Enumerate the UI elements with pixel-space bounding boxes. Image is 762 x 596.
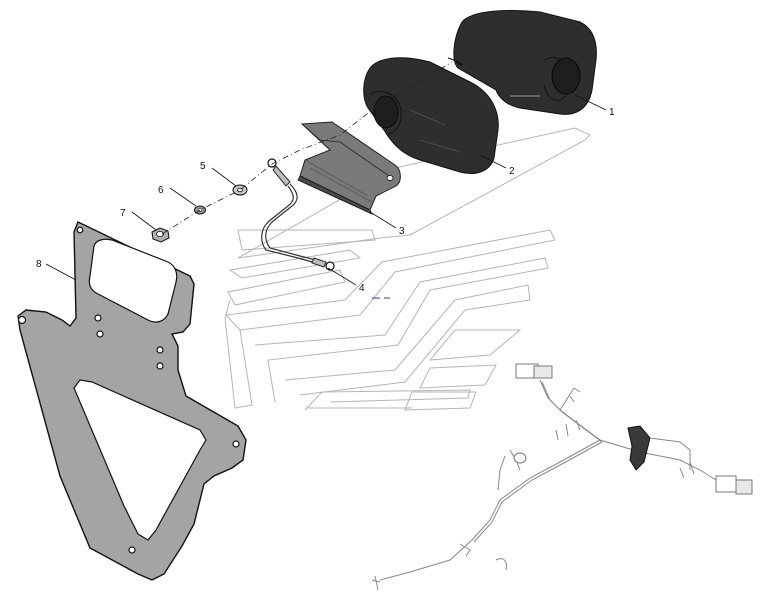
- callout-2: 2: [509, 166, 515, 177]
- callout-7: 7: [120, 208, 126, 219]
- bracket-mount-hole: [232, 440, 240, 448]
- lamp-lens: [363, 57, 499, 174]
- hex-nut: [151, 227, 170, 243]
- bracket-mount-hole: [96, 330, 104, 338]
- vehicle-body-outline: [224, 127, 591, 411]
- assembly-axis-line: [161, 61, 453, 235]
- bracket-mount-hole: [156, 362, 164, 370]
- lamp-housing: [447, 10, 597, 115]
- wiring-harness: [371, 363, 753, 591]
- bracket-mount-hole: [128, 546, 136, 554]
- callout-8: 8: [36, 259, 42, 270]
- callout-1: 1: [609, 107, 615, 118]
- callout-6: 6: [158, 185, 164, 196]
- license-plate-bracket: [17, 221, 247, 581]
- mounting-bracket: [297, 121, 401, 215]
- bracket-mount-hole: [76, 226, 84, 234]
- callout-5: 5: [200, 161, 206, 172]
- bracket-mount-hole: [94, 314, 102, 322]
- ground-wire: [261, 158, 335, 271]
- bracket-mount-hole: [156, 346, 164, 354]
- callout-4: 4: [359, 283, 365, 294]
- leader-lines: [45, 94, 607, 286]
- callout-labels: 1 2 3 4 5 6 7 8: [36, 107, 615, 294]
- bracket-mount-hole: [17, 315, 27, 325]
- bracket-slot-hole: [88, 238, 178, 323]
- bracket-triangle-cutout: [73, 379, 207, 541]
- harness-connector: [627, 425, 651, 471]
- callout-3: 3: [399, 226, 405, 237]
